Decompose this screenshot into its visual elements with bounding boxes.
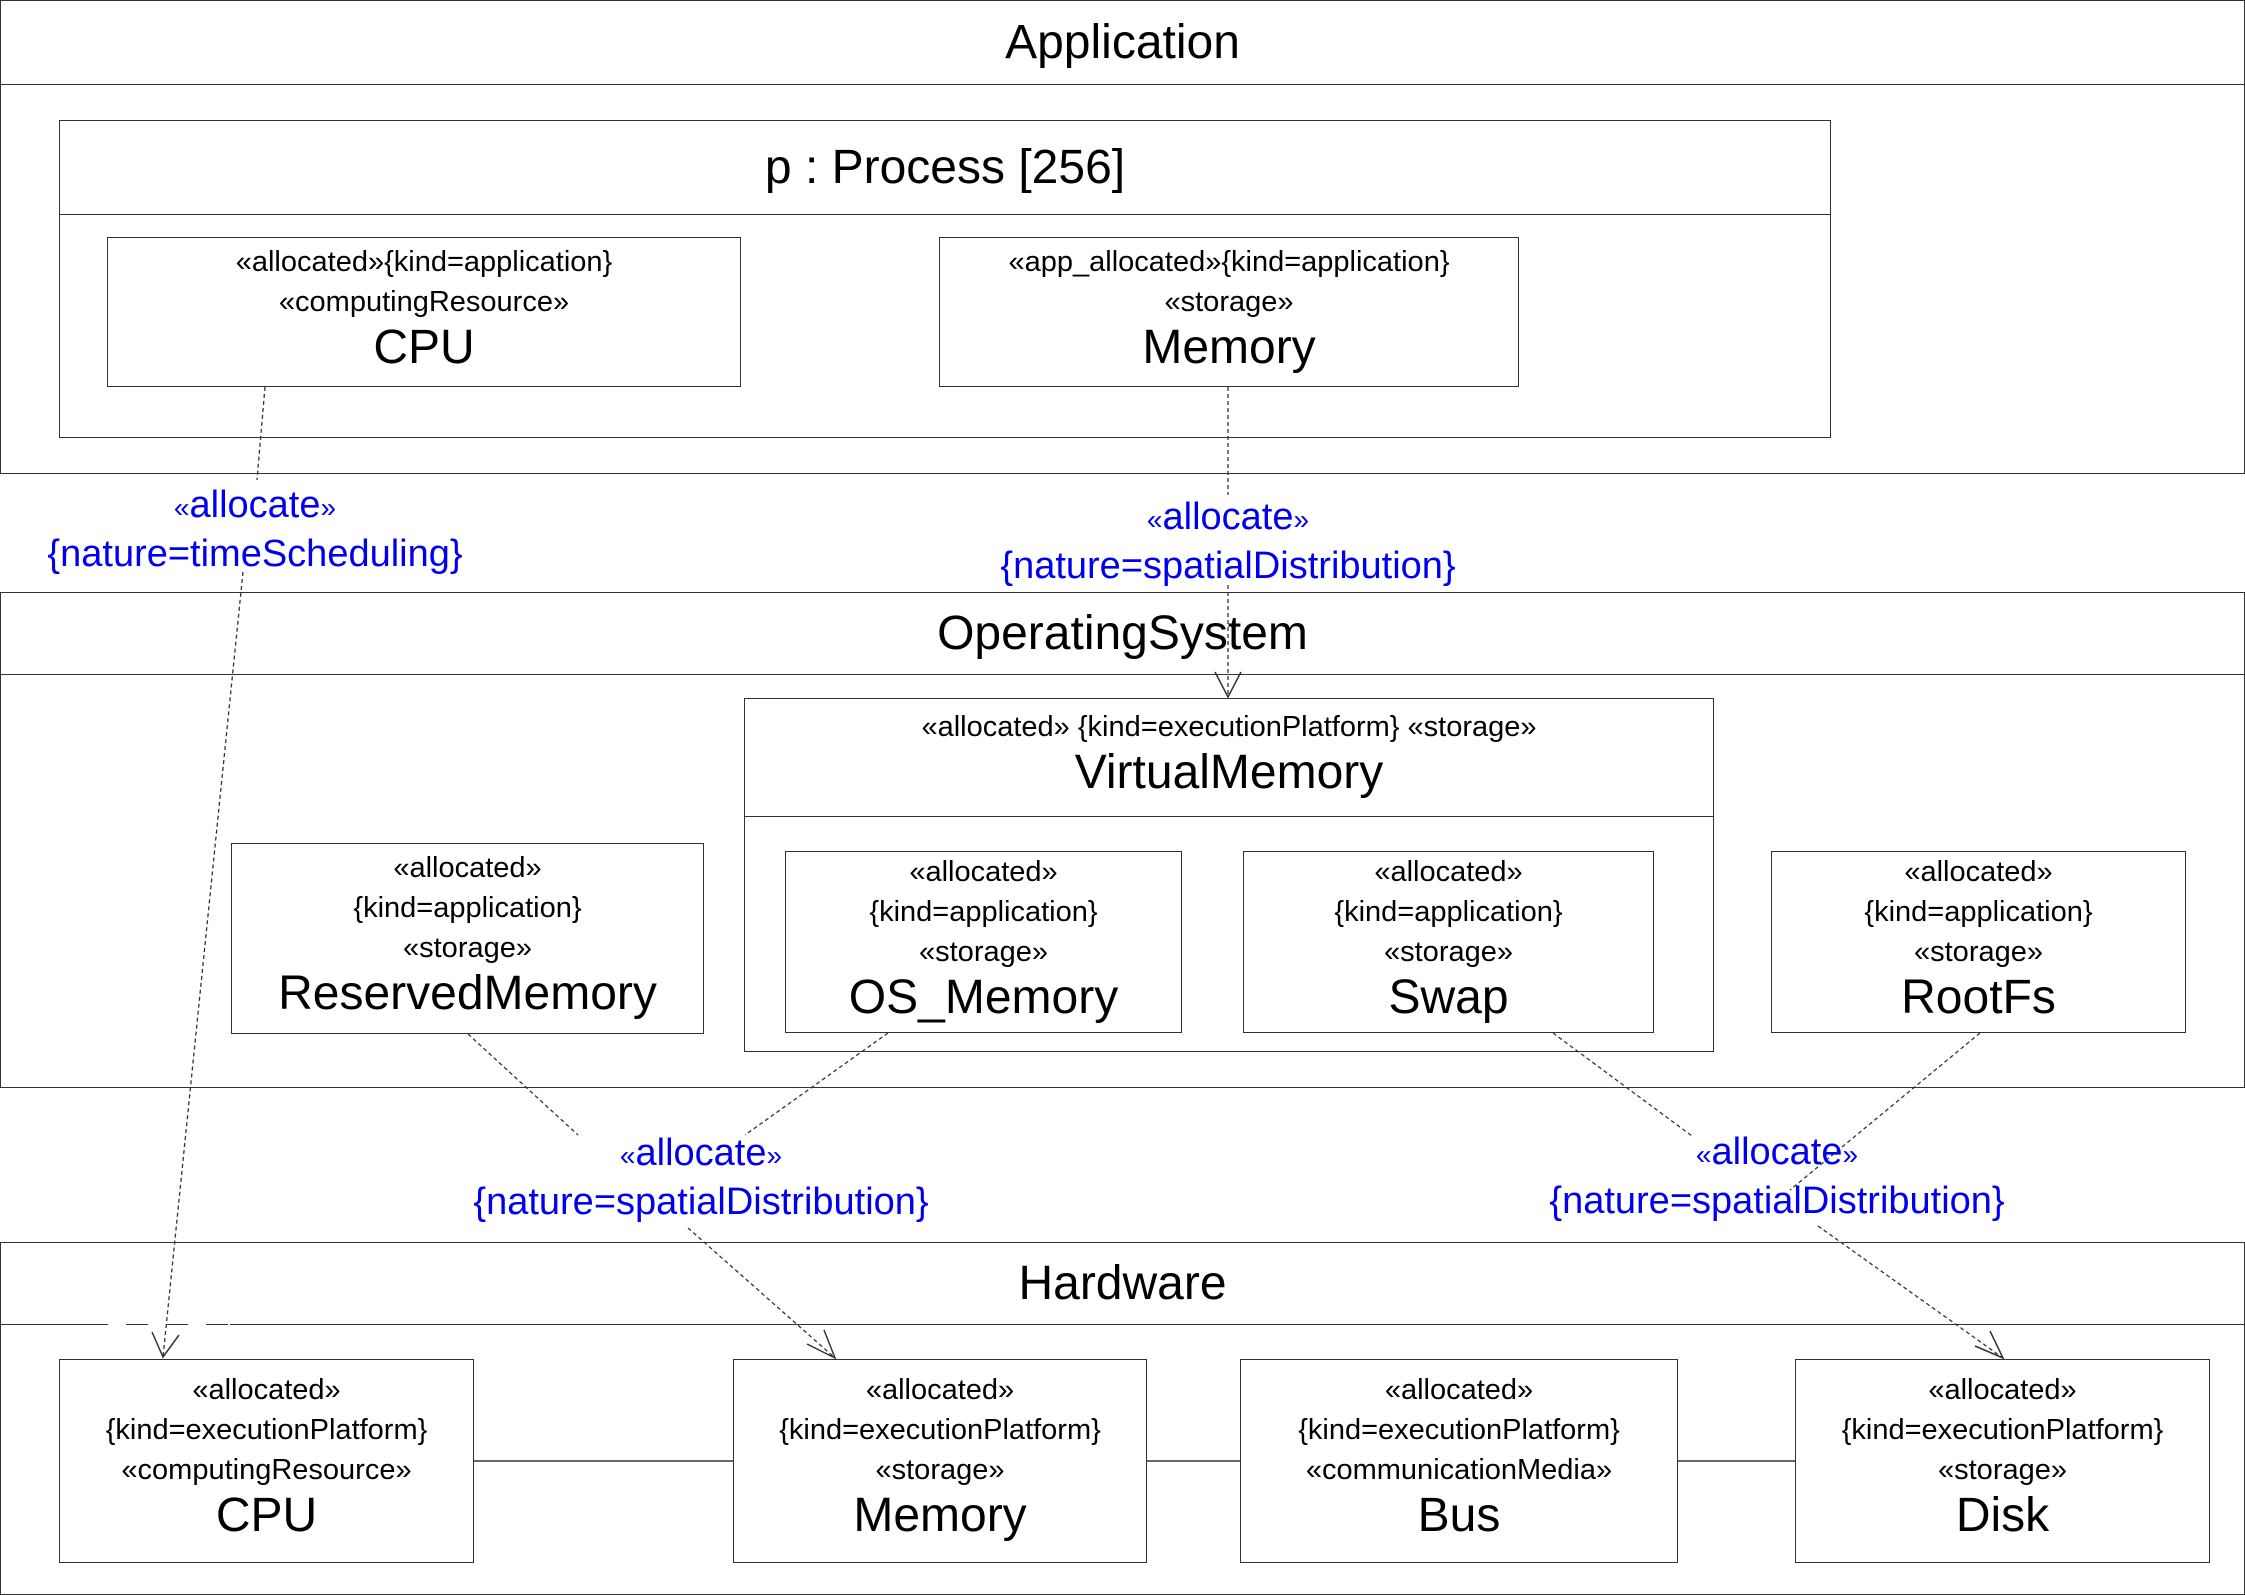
os-memory-stereotype: «allocated» bbox=[909, 856, 1058, 888]
app-memory-name: Memory bbox=[1142, 321, 1316, 374]
alloc-line-to-hw-memory bbox=[687, 1227, 836, 1359]
alloc-line-cpu-top bbox=[256, 386, 266, 481]
alloc-line-to-disk bbox=[1817, 1225, 2004, 1359]
alloc-line-reserved bbox=[467, 1033, 579, 1136]
allocation-nature-storage-to-disk: {nature=spatialDistribution} bbox=[1549, 1180, 2005, 1222]
alloc-line-swap bbox=[1552, 1032, 1693, 1137]
process-title-bar: p : Process [256] bbox=[60, 121, 1830, 215]
reserved-memory-kind: {kind=application} bbox=[353, 892, 582, 924]
rootfs-block[interactable]: «allocated» {kind=application} «storage»… bbox=[1771, 851, 2186, 1033]
app-memory-stereotype-2: «storage» bbox=[1164, 286, 1294, 318]
alloc-line-cpu-bottom bbox=[162, 571, 244, 1358]
alloc-arrowhead-hw-memory bbox=[806, 1329, 837, 1360]
allocation-label-os-to-hw-memory: «allocate» {nature=spatialDistribution} bbox=[473, 1130, 928, 1225]
process-part: p : Process [256] bbox=[59, 120, 1831, 438]
process-title: p : Process [256] bbox=[764, 141, 1126, 194]
alloc-line-os-memory bbox=[744, 1032, 889, 1136]
hw-disk-kind: {kind=executionPlatform} bbox=[1841, 1414, 2164, 1446]
reserved-memory-name: ReservedMemory bbox=[278, 967, 657, 1020]
allocation-nature-memory-to-virtual: {nature=spatialDistribution} bbox=[1000, 545, 1456, 587]
hardware-frame-title: Hardware bbox=[1018, 1257, 1227, 1310]
allocation-keyword-storage-to-disk: «allocate» bbox=[1695, 1131, 1859, 1173]
hw-cpu-stereotype-2: «computingResource» bbox=[121, 1454, 412, 1486]
swap-stereotype-2: «storage» bbox=[1384, 936, 1513, 968]
hw-memory-stereotype: «allocated» bbox=[865, 1374, 1015, 1406]
os-memory-block[interactable]: «allocated» {kind=application} «storage»… bbox=[785, 851, 1182, 1033]
swap-kind: {kind=application} bbox=[1334, 896, 1563, 928]
allocation-keyword-time-scheduling: «allocate» bbox=[173, 484, 337, 526]
allocation-nature-time-scheduling: {nature=timeScheduling} bbox=[47, 533, 463, 575]
allocation-label-time-scheduling: «allocate» {nature=timeScheduling} bbox=[47, 482, 462, 577]
app-cpu-name: CPU bbox=[373, 321, 475, 374]
hw-cpu-kind: {kind=executionPlatform} bbox=[105, 1414, 428, 1446]
swap-name: Swap bbox=[1388, 971, 1509, 1024]
app-cpu-block[interactable]: «allocated»{kind=application} «computing… bbox=[107, 237, 741, 387]
swap-block[interactable]: «allocated» {kind=application} «storage»… bbox=[1243, 851, 1654, 1033]
hw-bus-name: Bus bbox=[1417, 1489, 1501, 1542]
os-memory-name: OS_Memory bbox=[848, 971, 1119, 1024]
hw-disk-name: Disk bbox=[1955, 1489, 2050, 1542]
hw-cpu-stereotype: «allocated» bbox=[192, 1374, 341, 1406]
hw-cpu-block[interactable]: «allocated» {kind=executionPlatform} «co… bbox=[59, 1359, 474, 1563]
application-frame: Application bbox=[0, 0, 2245, 474]
app-memory-block[interactable]: «app_allocated»{kind=application} «stora… bbox=[939, 237, 1519, 387]
virtual-memory-header: «allocated» {kind=executionPlatform} «st… bbox=[745, 699, 1713, 817]
swap-stereotype: «allocated» bbox=[1374, 856, 1523, 888]
reserved-memory-block[interactable]: «allocated» {kind=application} «storage»… bbox=[231, 843, 704, 1034]
alloc-arrowhead-disk bbox=[1974, 1330, 2005, 1360]
reserved-memory-stereotype: «allocated» bbox=[393, 852, 542, 884]
allocation-label-storage-to-disk: «allocate» {nature=spatialDistribution} bbox=[1549, 1129, 2004, 1224]
app-memory-stereotype: «app_allocated»{kind=application} bbox=[1008, 246, 1450, 278]
hw-bus-stereotype-2: «communicationMedia» bbox=[1305, 1454, 1613, 1486]
hw-bus-stereotype: «allocated» bbox=[1384, 1374, 1534, 1406]
hw-disk-stereotype-2: «storage» bbox=[1938, 1454, 2067, 1486]
rootfs-name: RootFs bbox=[1901, 971, 2056, 1024]
hw-bus-block[interactable]: «allocated» {kind=executionPlatform} «co… bbox=[1240, 1359, 1678, 1563]
virtual-memory-name: VirtualMemory bbox=[1074, 746, 1384, 799]
os-memory-stereotype-2: «storage» bbox=[919, 936, 1048, 968]
app-cpu-stereotype: «allocated»{kind=application} bbox=[235, 246, 613, 278]
alloc-line-rootfs bbox=[1789, 1032, 1981, 1191]
allocation-keyword-memory-to-virtual: «allocate» bbox=[1146, 496, 1310, 538]
alloc-arrowhead-cpu bbox=[151, 1331, 180, 1359]
hw-memory-name: Memory bbox=[853, 1489, 1027, 1542]
alloc-arrowhead-virtual-memory bbox=[1214, 671, 1242, 699]
os-memory-kind: {kind=application} bbox=[869, 896, 1098, 928]
hardware-frame-title-bar: Hardware bbox=[1, 1243, 2244, 1325]
application-frame-title: Application bbox=[1005, 16, 1240, 69]
allocation-keyword-os-to-hw-memory: «allocate» bbox=[619, 1132, 783, 1174]
hw-disk-block[interactable]: «allocated» {kind=executionPlatform} «st… bbox=[1795, 1359, 2210, 1563]
hw-memory-block[interactable]: «allocated» {kind=executionPlatform} «st… bbox=[733, 1359, 1147, 1563]
operating-system-frame-title: OperatingSystem bbox=[937, 607, 1308, 660]
hw-memory-stereotype-2: «storage» bbox=[875, 1454, 1005, 1486]
rootfs-stereotype-2: «storage» bbox=[1914, 936, 2043, 968]
hw-cpu-name: CPU bbox=[215, 1489, 318, 1542]
virtual-memory-stereotype: «allocated» {kind=executionPlatform} «st… bbox=[921, 711, 1537, 743]
app-cpu-stereotype-2: «computingResource» bbox=[278, 286, 570, 318]
rootfs-kind: {kind=application} bbox=[1864, 896, 2093, 928]
rootfs-stereotype: «allocated» bbox=[1904, 856, 2053, 888]
hw-memory-kind: {kind=executionPlatform} bbox=[779, 1414, 1101, 1446]
allocation-label-memory-to-virtual: «allocate» {nature=spatialDistribution} bbox=[1000, 494, 1455, 589]
reserved-memory-stereotype-2: «storage» bbox=[403, 932, 532, 964]
application-frame-title-bar: Application bbox=[1, 1, 2244, 85]
hw-disk-stereotype: «allocated» bbox=[1928, 1374, 2077, 1406]
allocation-nature-os-to-hw-memory: {nature=spatialDistribution} bbox=[473, 1181, 929, 1223]
operating-system-frame-title-bar: OperatingSystem bbox=[1, 593, 2244, 675]
hw-bus-kind: {kind=executionPlatform} bbox=[1298, 1414, 1620, 1446]
